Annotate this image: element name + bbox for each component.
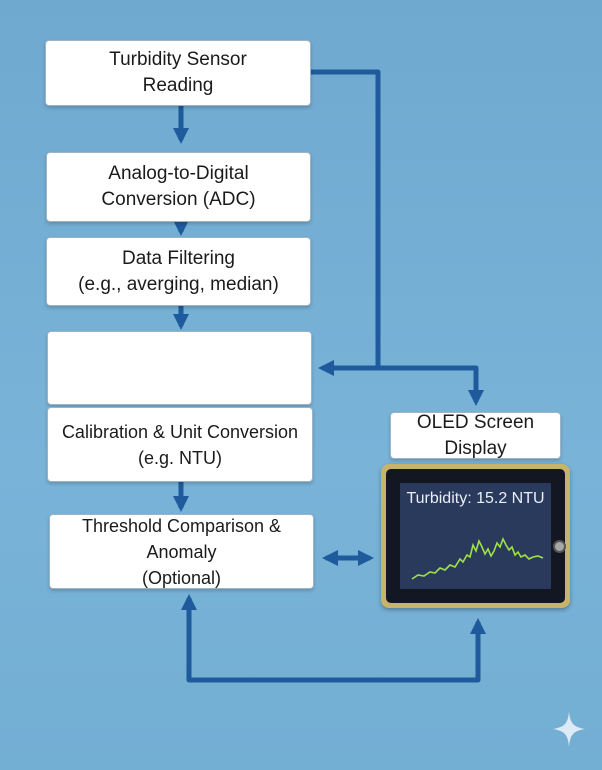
oled-device: Turbidity: 15.2 NTU [381, 464, 570, 608]
arrow-to-oled-label [378, 365, 484, 406]
oled-bezel: Turbidity: 15.2 NTU [386, 469, 566, 603]
step-adc-label: Analog-to-Digital Conversion (ADC) [101, 163, 256, 210]
oled-screen: Turbidity: 15.2 NTU [400, 483, 551, 589]
step-data-filtering-label: Data Filtering (e.g., averging, median) [78, 247, 279, 295]
arrow-sensor-bypass [311, 69, 381, 376]
step-adc: Analog-to-Digital Conversion (ADC) [46, 152, 311, 222]
step-calibration: Calibration & Unit Conversion (e.g. NTU) [47, 407, 313, 482]
oled-waveform [411, 537, 544, 580]
oled-readout: Turbidity: 15.2 NTU [406, 490, 545, 507]
oled-display-label-box: OLED Screen Display [390, 412, 561, 459]
step-threshold: Threshold Comparison & Anomaly (Optional… [49, 514, 314, 589]
oled-button [553, 540, 566, 553]
step-sensor-reading-label: Turbidity Sensor Reading [109, 49, 247, 96]
step-blank [47, 331, 312, 405]
step-sensor-reading: Turbidity Sensor Reading [45, 40, 311, 106]
oled-display-label: OLED Screen Display [416, 411, 535, 459]
step-data-filtering: Data Filtering (e.g., averging, median) [46, 237, 311, 306]
step-calibration-label: Calibration & Unit Conversion (e.g. NTU) [61, 421, 299, 468]
step-threshold-label: Threshold Comparison & Anomaly (Optional… [81, 515, 282, 588]
arrow-feedback-loop [181, 594, 486, 683]
sparkle-icon [553, 711, 585, 747]
oled-trace-line [411, 537, 544, 580]
